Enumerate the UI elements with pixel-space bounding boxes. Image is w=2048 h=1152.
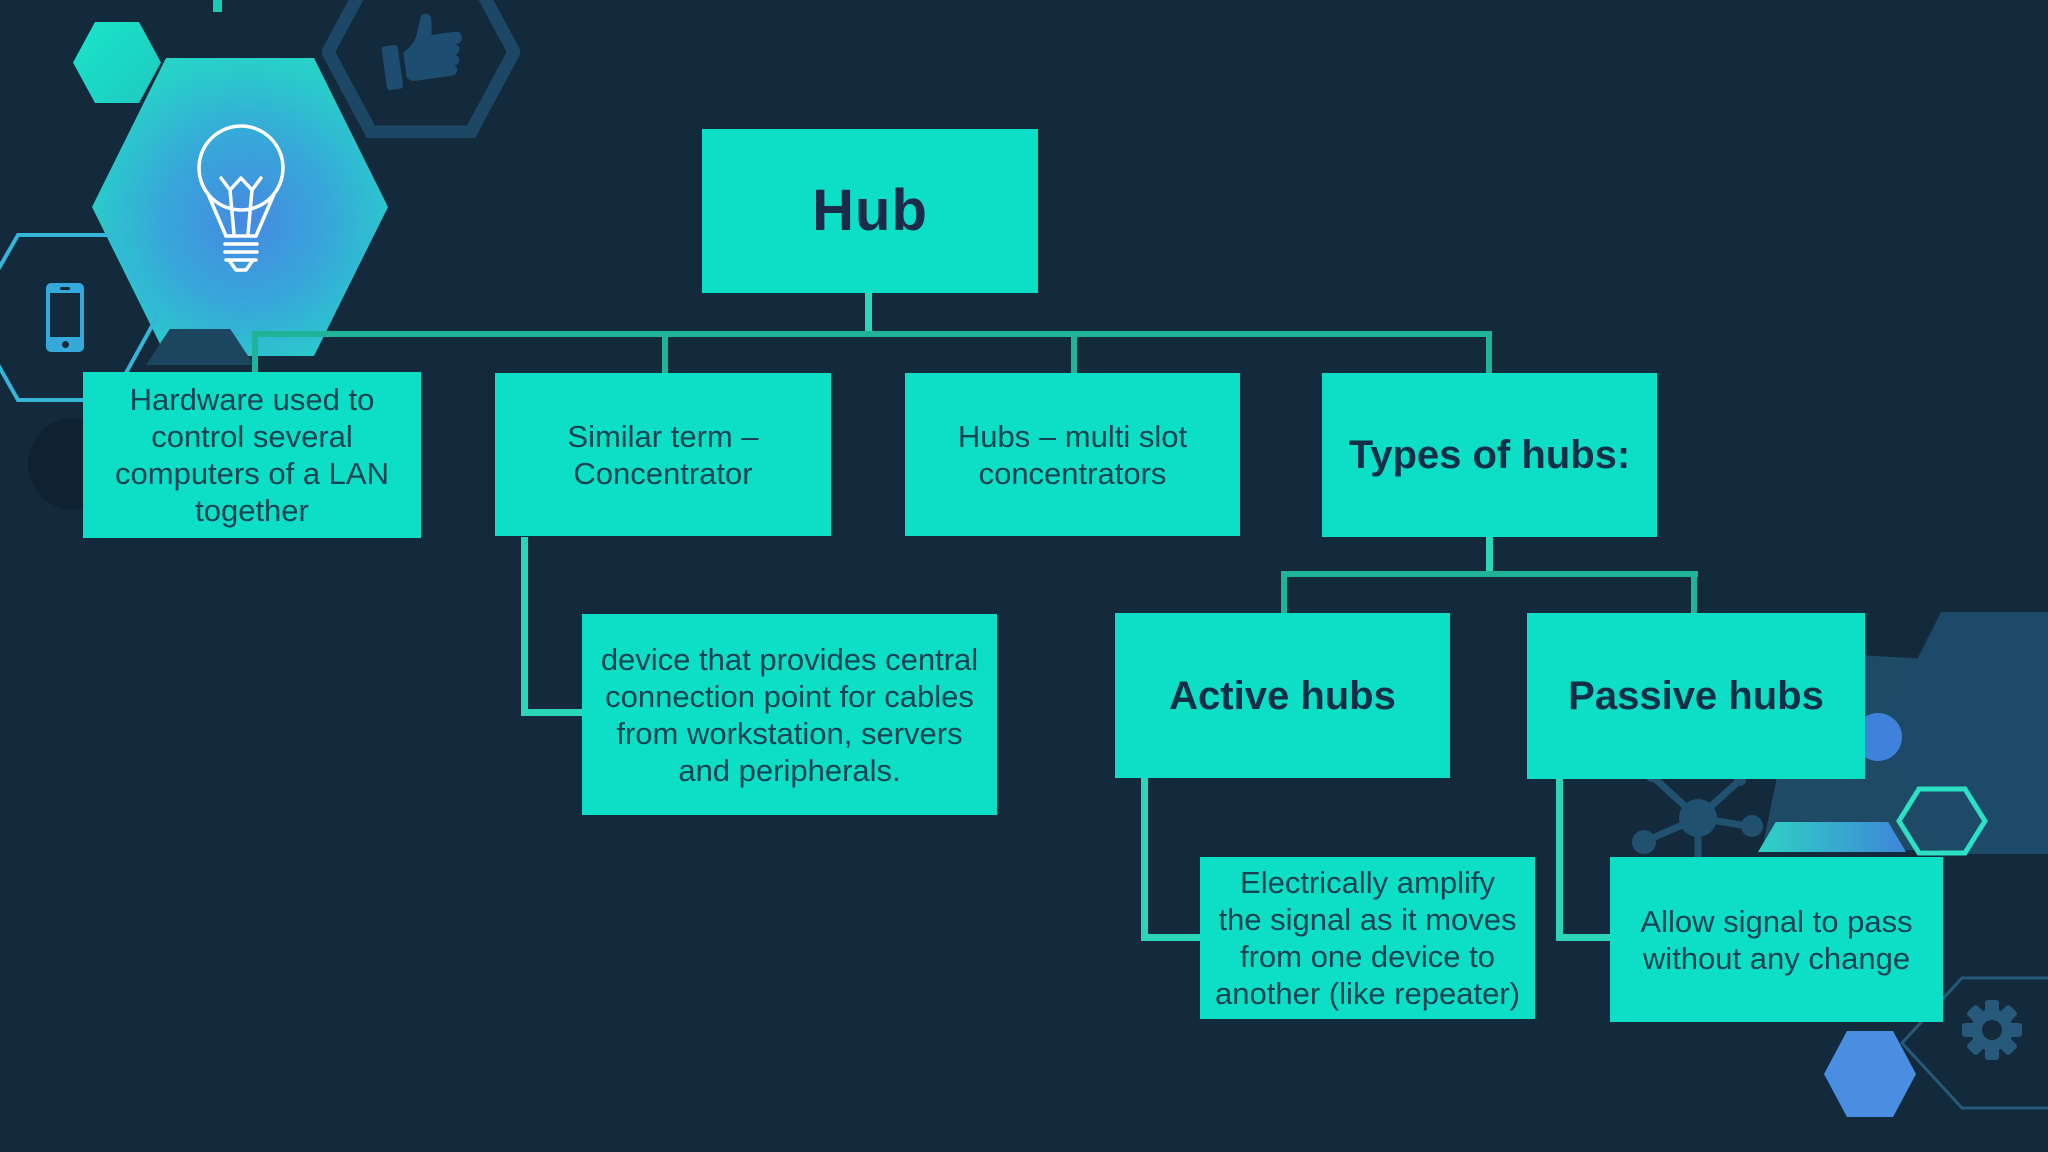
blue-hexagon: [1824, 1031, 1916, 1117]
smartphone-screen: [50, 293, 80, 337]
connector-drop-hardware: [252, 334, 258, 373]
node-multi-slot-label: Hubs – multi slot concentrators: [957, 418, 1188, 491]
connector-types-stub: [1486, 537, 1493, 574]
smartphone-icon: [46, 283, 84, 352]
node-allow-description-label: Allow signal to pass without any change: [1640, 903, 1913, 976]
node-passive-hubs-label: Passive hubs: [1568, 674, 1824, 718]
network-nodes-icon: [1632, 770, 1763, 867]
connector-drop-similar: [662, 334, 668, 374]
connector-hub-stub: [865, 293, 872, 334]
connector-bus-level2: [1281, 571, 1698, 577]
node-multi-slot: Hubs – multi slot concentrators: [905, 373, 1240, 536]
outlined-teal-hexagon: [1896, 786, 1988, 856]
node-similar-term: Similar term – Concentrator: [495, 373, 831, 536]
node-hub-label: Hub: [812, 178, 928, 243]
top-edge-tick: [213, 0, 222, 12]
node-device-description-label: device that provides central connection …: [600, 641, 979, 788]
thin-outline-hexagon: [1900, 976, 2048, 1110]
node-amplify-description: Electrically amplify the signal as it mo…: [1200, 857, 1535, 1019]
node-allow-description: Allow signal to pass without any change: [1610, 857, 1943, 1022]
connector-drop-passive: [1691, 574, 1697, 614]
node-device-description: device that provides central connection …: [582, 614, 997, 815]
node-active-hubs-label: Active hubs: [1169, 673, 1396, 718]
node-hub: Hub: [702, 129, 1038, 293]
laptop-keyboard-shape: [1758, 822, 1906, 852]
connector-drop-active: [1281, 574, 1287, 615]
thumbs-up-hexagon: [322, 0, 520, 138]
node-passive-hubs: Passive hubs: [1527, 613, 1865, 779]
connector-passive-elbow-h: [1556, 934, 1611, 941]
node-amplify-description-label: Electrically amplify the signal as it mo…: [1215, 865, 1520, 1011]
connector-bus-level1: [252, 331, 1492, 337]
connector-passive-elbow-v: [1556, 779, 1563, 941]
connector-drop-types: [1486, 331, 1492, 374]
connector-drop-multislot: [1071, 334, 1077, 374]
node-hardware-label: Hardware used to control several compute…: [115, 382, 389, 528]
node-similar-term-label: Similar term – Concentrator: [567, 418, 759, 491]
thumbs-up-icon: [381, 13, 462, 91]
smartphone-speaker: [60, 287, 70, 290]
connector-similar-elbow-h: [521, 709, 583, 716]
small-teal-hexagon: [73, 22, 161, 103]
node-active-hubs: Active hubs: [1115, 613, 1450, 778]
connector-similar-elbow-v: [521, 537, 528, 716]
connector-active-elbow-h: [1141, 934, 1201, 941]
smartphone-home-button: [62, 341, 69, 348]
node-types-of-hubs: Types of hubs:: [1322, 373, 1657, 537]
lightbulb-icon: [197, 124, 285, 272]
gear-icon: [1962, 1000, 2022, 1060]
node-types-of-hubs-label: Types of hubs:: [1348, 433, 1631, 477]
node-hardware: Hardware used to control several compute…: [83, 372, 421, 538]
connector-active-elbow-v: [1141, 778, 1148, 941]
